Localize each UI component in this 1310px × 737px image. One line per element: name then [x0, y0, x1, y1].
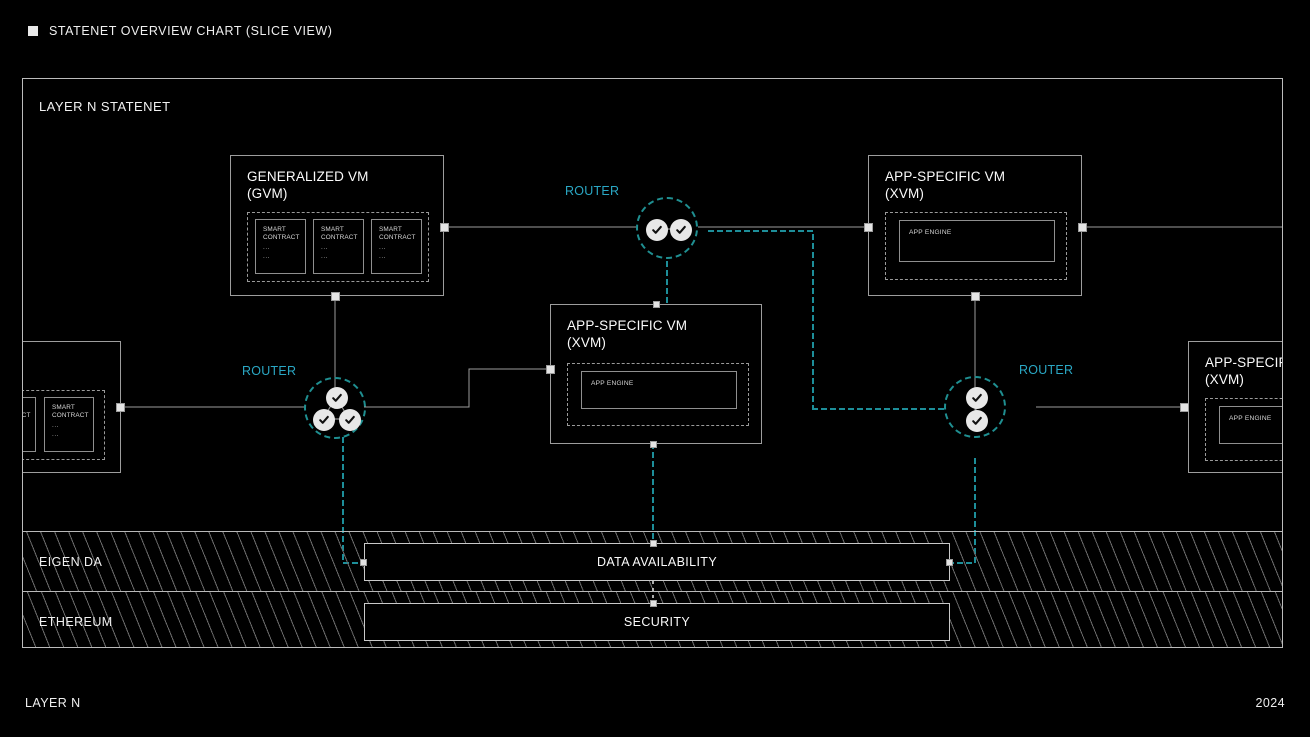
router-top-label: ROUTER: [565, 184, 620, 198]
router-right-label: ROUTER: [1019, 363, 1074, 377]
router-right[interactable]: [944, 376, 1006, 438]
router-left-label: ROUTER: [242, 364, 297, 378]
smart-contract-dots-2: ...: [52, 431, 60, 438]
node-gvm-left-clipped[interactable]: SMART CONTRACT ... ... SMART CONTRACT ..…: [22, 341, 121, 473]
engine-container: [885, 212, 1067, 280]
app-engine-box[interactable]: APP ENGINE: [1219, 406, 1282, 444]
smart-contract-dots-1: ...: [321, 244, 329, 251]
junction-node[interactable]: [650, 540, 657, 547]
band-ethereum-label: ETHEREUM: [39, 615, 113, 629]
app-engine-box[interactable]: APP ENGINE: [899, 220, 1055, 262]
footer-right: 2024: [1255, 696, 1285, 710]
node-gvm-main[interactable]: GENERALIZED VM (GVM) SMART CONTRACT ... …: [230, 155, 444, 296]
chart-header: STATENET OVERVIEW CHART (SLICE VIEW): [28, 24, 333, 38]
junction-node[interactable]: [864, 223, 873, 232]
smart-contract-dots-1: ...: [263, 244, 271, 251]
junction-node[interactable]: [331, 292, 340, 301]
node-xvm-center[interactable]: APP-SPECIFIC VM (XVM) APP ENGINE: [550, 304, 762, 444]
smart-contract-dots-2: ...: [379, 253, 387, 260]
smart-contract-label: SMART CONTRACT: [52, 404, 89, 420]
chart-title: STATENET OVERVIEW CHART (SLICE VIEW): [49, 24, 333, 38]
junction-node[interactable]: [1078, 223, 1087, 232]
smart-contract-dots-1: ...: [379, 244, 387, 251]
junction-node[interactable]: [971, 292, 980, 301]
smart-contract-box[interactable]: SMART CONTRACT ... ...: [313, 219, 364, 274]
validator-check-circle-icon[interactable]: [339, 409, 361, 431]
smart-contract-box[interactable]: SMART CONTRACT ... ...: [371, 219, 422, 274]
smart-contract-label: SMART CONTRACT: [263, 226, 300, 242]
smart-contract-label: SMART CONTRACT: [379, 226, 416, 242]
smart-contract-label: SMART CONTRACT: [22, 412, 31, 420]
security-label: SECURITY: [623, 615, 691, 629]
validator-check-circle-icon[interactable]: [646, 219, 668, 241]
smart-contract-box[interactable]: SMART CONTRACT ... ...: [255, 219, 306, 274]
junction-node[interactable]: [650, 441, 657, 448]
panel-title: LAYER N STATENET: [39, 99, 171, 114]
contract-container: [247, 212, 429, 282]
footer-left: LAYER N: [25, 696, 81, 710]
validator-check-circle-icon[interactable]: [966, 410, 988, 432]
node-title: APP-SPECIFIC (XVM): [1205, 355, 1282, 387]
node-title: APP-SPECIFIC VM (XVM): [885, 169, 1006, 201]
junction-node[interactable]: [116, 403, 125, 412]
router-top[interactable]: [636, 197, 698, 259]
band-eigen-da-label: EIGEN DA: [39, 555, 103, 569]
node-xvm-right-clipped[interactable]: APP-SPECIFIC (XVM) APP ENGINE: [1188, 341, 1282, 473]
smart-contract-dots-1: ...: [52, 422, 60, 429]
statenet-panel: LAYER N STATENET: [22, 78, 1283, 648]
engine-container: [567, 363, 749, 426]
node-title: APP-SPECIFIC VM (XVM): [567, 318, 688, 350]
validator-check-circle-icon[interactable]: [670, 219, 692, 241]
junction-node[interactable]: [1180, 403, 1189, 412]
app-engine-label: APP ENGINE: [1229, 415, 1272, 422]
smart-contract-label: SMART CONTRACT: [321, 226, 358, 242]
validator-check-circle-icon[interactable]: [313, 409, 335, 431]
app-engine-label: APP ENGINE: [909, 229, 952, 236]
junction-node[interactable]: [653, 301, 660, 308]
validator-check-circle-icon[interactable]: [326, 387, 348, 409]
validator-check-circle-icon[interactable]: [966, 387, 988, 409]
contract-container: [23, 390, 105, 460]
smart-contract-dots-2: ...: [321, 253, 329, 260]
smart-contract-box[interactable]: SMART CONTRACT ... ...: [22, 397, 36, 452]
node-xvm-top-right[interactable]: APP-SPECIFIC VM (XVM) APP ENGINE: [868, 155, 1082, 296]
data-availability-label: DATA AVAILABILITY: [596, 555, 718, 569]
data-availability-bar[interactable]: DATA AVAILABILITY: [364, 543, 950, 581]
junction-node[interactable]: [440, 223, 449, 232]
junction-node[interactable]: [650, 600, 657, 607]
filled-square-icon: [28, 26, 38, 36]
security-bar[interactable]: SECURITY: [364, 603, 950, 641]
engine-container: [1205, 398, 1282, 461]
app-engine-label: APP ENGINE: [591, 380, 634, 387]
app-engine-box[interactable]: APP ENGINE: [581, 371, 737, 409]
node-title: GENERALIZED VM (GVM): [247, 169, 369, 201]
smart-contract-box[interactable]: SMART CONTRACT ... ...: [44, 397, 94, 452]
smart-contract-dots-2: ...: [263, 253, 271, 260]
router-link: [321, 395, 351, 420]
junction-node[interactable]: [946, 559, 953, 566]
junction-node[interactable]: [360, 559, 367, 566]
router-left[interactable]: [304, 377, 366, 439]
junction-node[interactable]: [546, 365, 555, 374]
